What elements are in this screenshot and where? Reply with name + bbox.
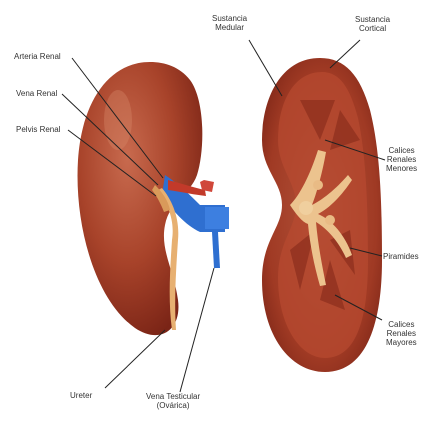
label-menores-line3: Menores (386, 164, 417, 173)
leader-line-cortical (330, 40, 360, 68)
label-menores-line2: Renales (386, 155, 417, 164)
label-medular-line2: Medular (212, 23, 247, 32)
label-vena-renal: Vena Renal (16, 89, 57, 98)
label-ureter-text: Ureter (70, 391, 92, 400)
label-sustancia-medular: Sustancia Medular (212, 14, 247, 32)
label-pelvis-renal: Pelvis Renal (16, 125, 60, 134)
label-testicular-line1: Vena Testicular (146, 392, 200, 401)
label-medular-line1: Sustancia (212, 14, 247, 23)
label-pelvis-renal-text: Pelvis Renal (16, 125, 60, 134)
label-arteria-renal-text: Arteria Renal (14, 52, 61, 61)
leader-line-ureter (105, 330, 165, 388)
label-mayores-line3: Mayores (386, 338, 417, 347)
label-ureter: Ureter (70, 391, 92, 400)
label-calices-menores: Calices Renales Menores (386, 146, 417, 173)
leader-line-medular (249, 40, 282, 96)
label-piramides: Piramides (383, 252, 419, 261)
label-sustancia-cortical: Sustancia Cortical (355, 15, 390, 33)
label-menores-line1: Calices (386, 146, 417, 155)
label-vena-testicular: Vena Testicular (Ovárica) (146, 392, 200, 410)
label-testicular-line2: (Ovárica) (146, 401, 200, 410)
label-cortical-line2: Cortical (355, 24, 390, 33)
label-piramides-text: Piramides (383, 252, 419, 261)
label-cortical-line1: Sustancia (355, 15, 390, 24)
label-mayores-line1: Calices (386, 320, 417, 329)
leader-line-vena-testicular (180, 268, 214, 392)
label-vena-renal-text: Vena Renal (16, 89, 57, 98)
label-mayores-line2: Renales (386, 329, 417, 338)
label-calices-mayores: Calices Renales Mayores (386, 320, 417, 347)
label-arteria-renal: Arteria Renal (14, 52, 61, 61)
